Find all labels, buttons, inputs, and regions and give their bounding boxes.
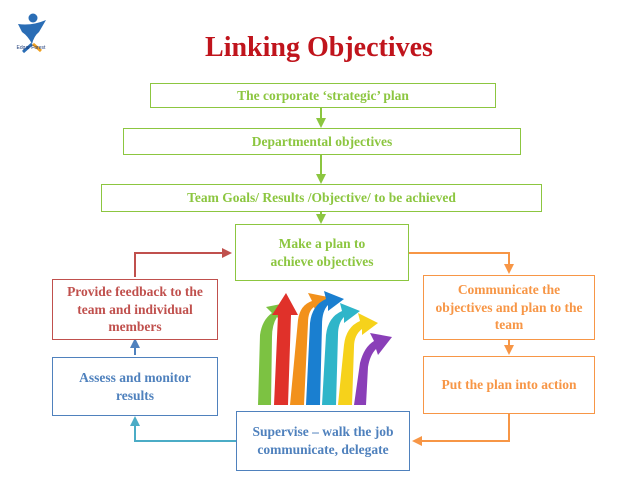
box-supervise: Supervise – walk the job communicate, de… [236, 411, 410, 471]
arrow-supervise-to-assess [130, 416, 236, 442]
arrow-action-to-supervise [412, 414, 510, 446]
arrow-red [272, 293, 298, 405]
box-make-plan: Make a plan to achieve objectives [235, 224, 409, 281]
arrow-purple [354, 333, 392, 405]
box-departmental-objectives: Departmental objectives [123, 128, 521, 155]
arrow-teal [322, 303, 360, 405]
logo-caption: Edgar Forest [16, 45, 46, 51]
box-put-into-action: Put the plan into action [423, 356, 595, 414]
company-logo [18, 13, 46, 54]
logo-body [18, 20, 46, 44]
arrow-feedback-to-plan [134, 248, 232, 277]
box-provide-feedback: Provide feedback to the team and individ… [52, 279, 218, 340]
box-assess-monitor: Assess and monitor results [52, 357, 218, 416]
arrow-plan-to-communicate [409, 252, 514, 274]
box-team-goals: Team Goals/ Results /Objective/ to be ac… [101, 184, 542, 212]
arrow-orange [290, 293, 328, 405]
arrow-green [258, 303, 286, 405]
arrow-blue [306, 291, 344, 405]
logo-leg [22, 42, 33, 54]
page-title: Linking Objectives [205, 32, 433, 63]
logo-leg-accent [32, 42, 42, 53]
logo-head [28, 13, 38, 23]
arrow-yellow [338, 313, 378, 405]
box-strategic-plan: The corporate ‘strategic’ plan [150, 83, 496, 108]
box-communicate: Communicate the objectives and plan to t… [423, 275, 595, 340]
colorful-arrows-illustration [258, 291, 392, 405]
